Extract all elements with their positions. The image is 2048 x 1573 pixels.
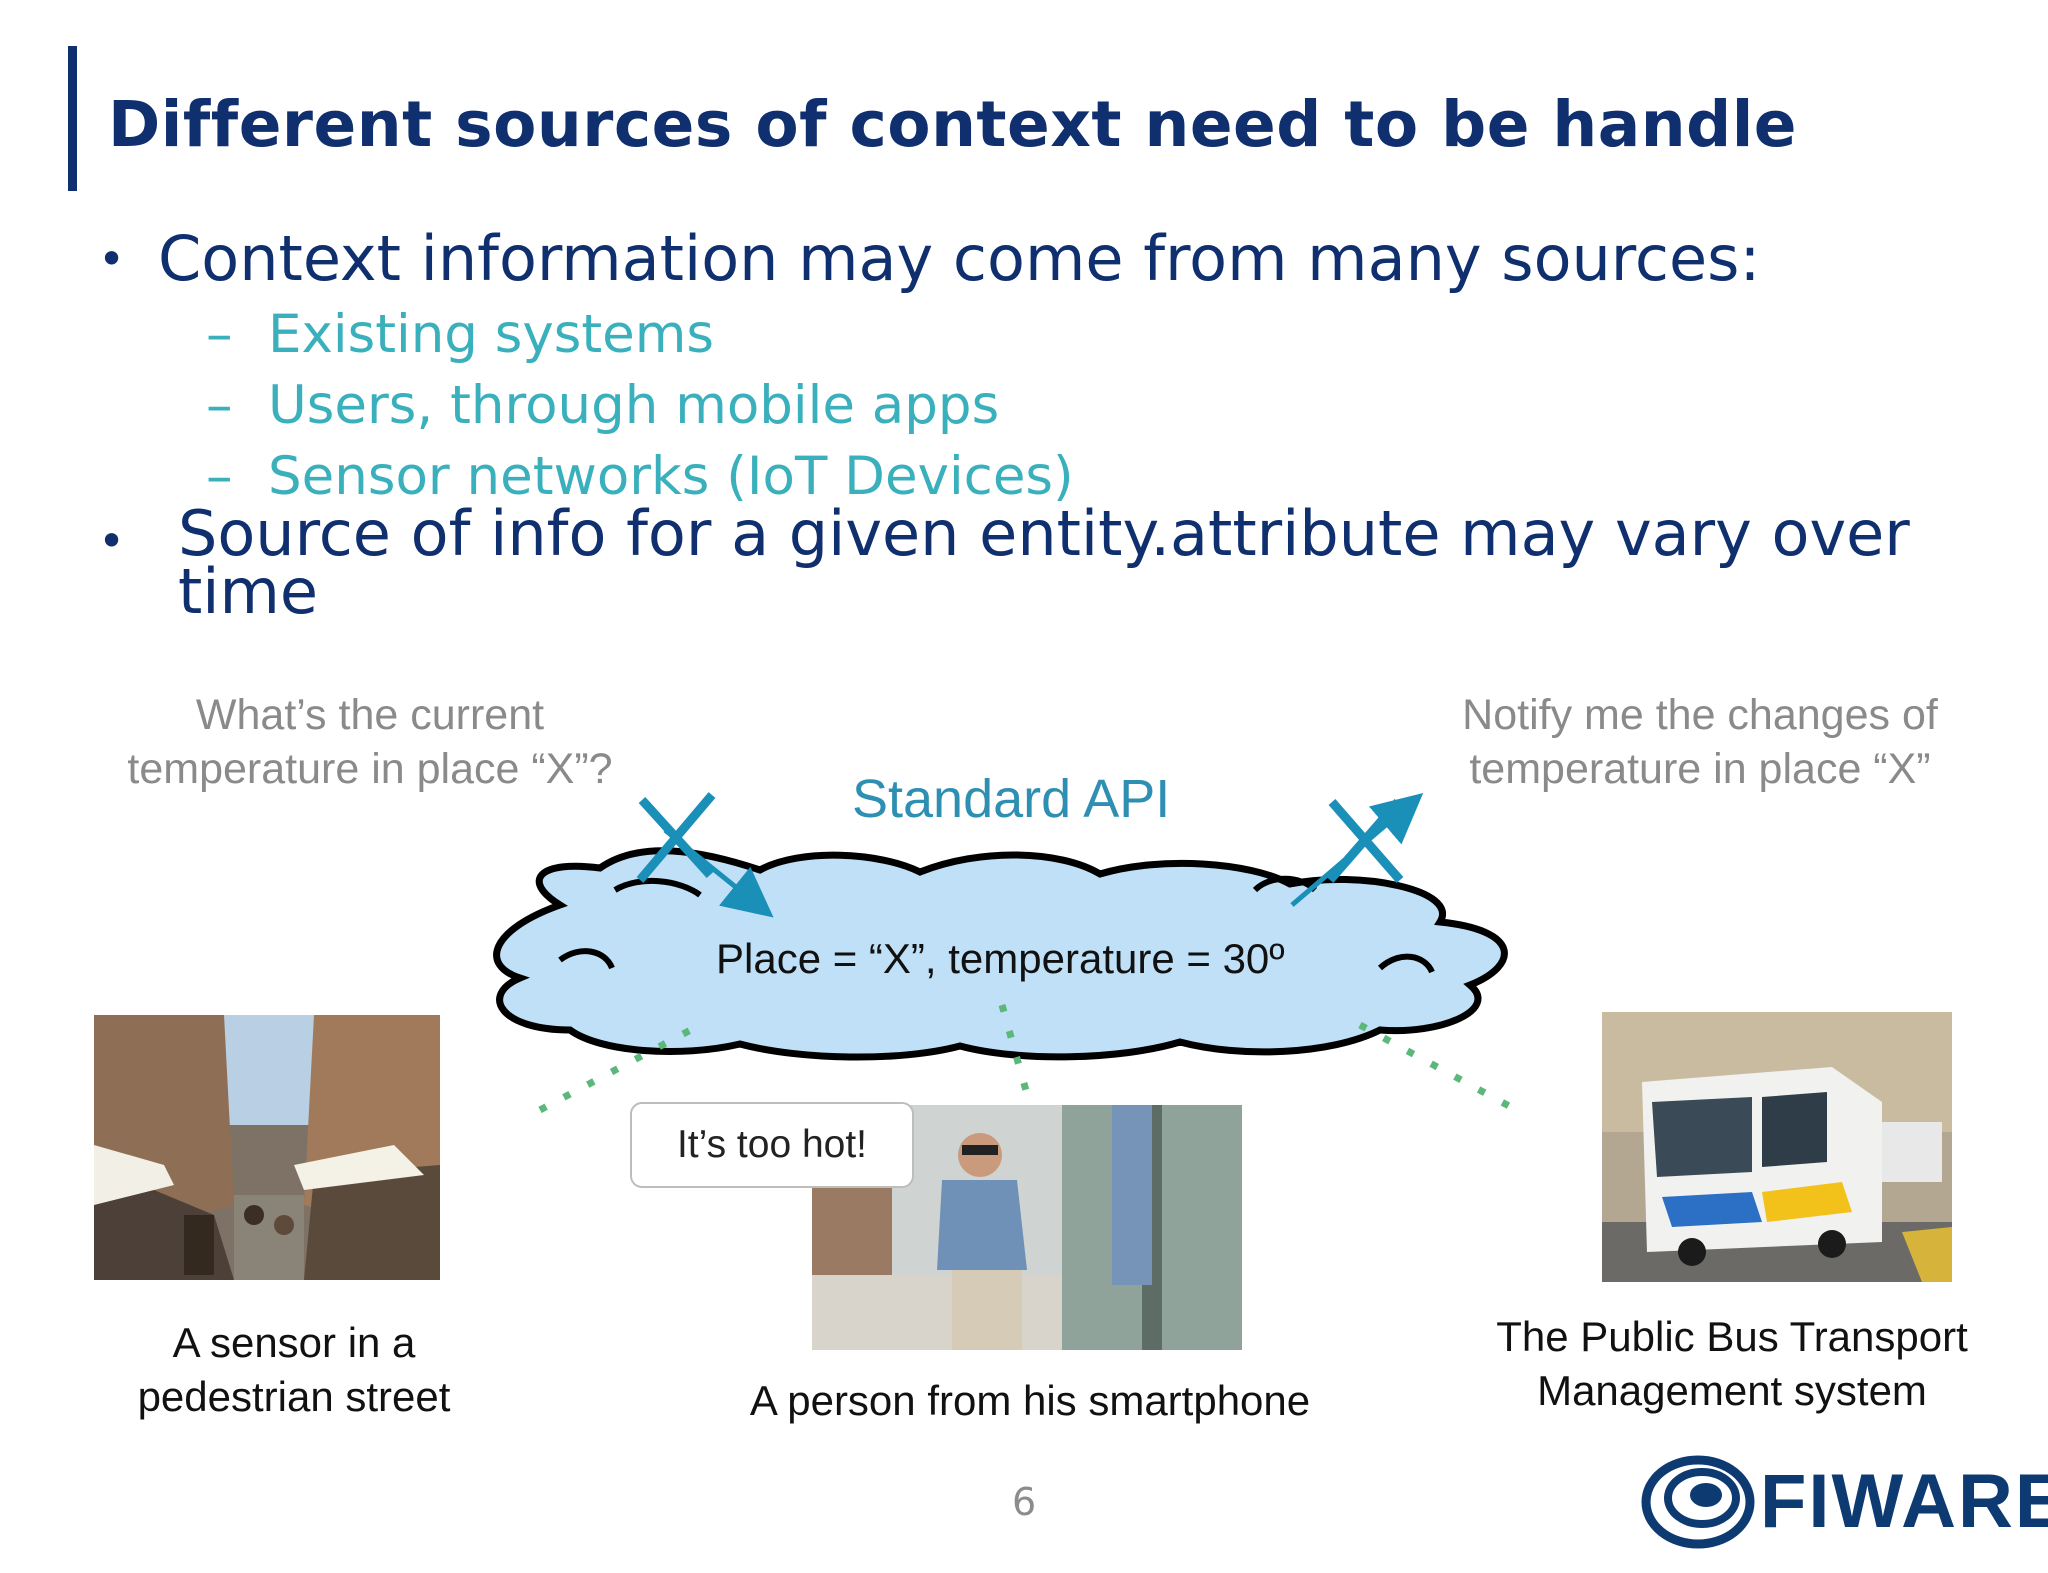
title-accent-bar: [68, 46, 77, 191]
bullet-marker: •: [98, 232, 126, 286]
slide-title: Different sources of context need to be …: [108, 88, 1798, 161]
bullet-source-varies: Source of info for a given entity.attrib…: [178, 497, 1910, 628]
sub-item-label: Users, through mobile apps: [268, 375, 1000, 436]
bullet-marker: •: [98, 514, 126, 568]
dotted-link-sensor: [538, 1021, 702, 1114]
caption-line: A sensor in a: [172, 1319, 416, 1366]
fiware-logo-text: FIWARE: [1760, 1459, 2048, 1544]
sub-item-existing-systems: –Existing systems: [206, 304, 714, 365]
dotted-link-person: [998, 1004, 1034, 1106]
standard-api-label: Standard API: [852, 769, 1171, 829]
query-line: temperature in place “X”?: [127, 745, 613, 793]
caption-line: pedestrian street: [137, 1373, 451, 1420]
query-line: What’s the current: [195, 691, 545, 739]
sub-item-users-mobile-apps: –Users, through mobile apps: [206, 375, 999, 436]
speech-bubble: It’s too hot!: [630, 1102, 914, 1188]
query-notify-changes: Notify me the changes of temperature in …: [1400, 688, 2000, 796]
public-bus-photo: [1602, 1012, 1952, 1282]
query-line: Notify me the changes of: [1462, 691, 1938, 739]
query-line: temperature in place “X”: [1469, 745, 1931, 793]
sub-marker: –: [206, 375, 233, 436]
pedestrian-street-photo: [94, 1015, 440, 1280]
query-current-temperature: What’s the current temperature in place …: [100, 688, 640, 796]
dotted-link-bus: [1358, 1021, 1522, 1116]
page-number: 6: [1012, 1480, 1037, 1524]
caption-sensor: A sensor in a pedestrian street: [94, 1316, 494, 1424]
sub-marker: –: [206, 446, 233, 507]
sub-item-sensor-networks: –Sensor networks (IoT Devices): [206, 446, 1074, 507]
caption-line: The Public Bus Transport: [1496, 1313, 1968, 1360]
caption-line: A person from his smartphone: [749, 1377, 1311, 1424]
caption-bus: The Public Bus Transport Management syst…: [1462, 1310, 2002, 1418]
cloud-context-text: Place = “X”, temperature = 30º: [716, 935, 1285, 982]
caption-line: Management system: [1537, 1367, 1927, 1414]
sub-item-label: Sensor networks (IoT Devices): [268, 446, 1074, 507]
query-arrow: [636, 792, 774, 918]
sub-marker: –: [206, 304, 233, 365]
sub-item-label: Existing systems: [268, 304, 714, 365]
fiware-logo-icon: [1641, 1455, 1755, 1549]
notify-arrow: [1290, 793, 1424, 907]
bullet-context-sources: Context information may come from many s…: [158, 222, 1761, 295]
caption-person: A person from his smartphone: [690, 1374, 1370, 1428]
